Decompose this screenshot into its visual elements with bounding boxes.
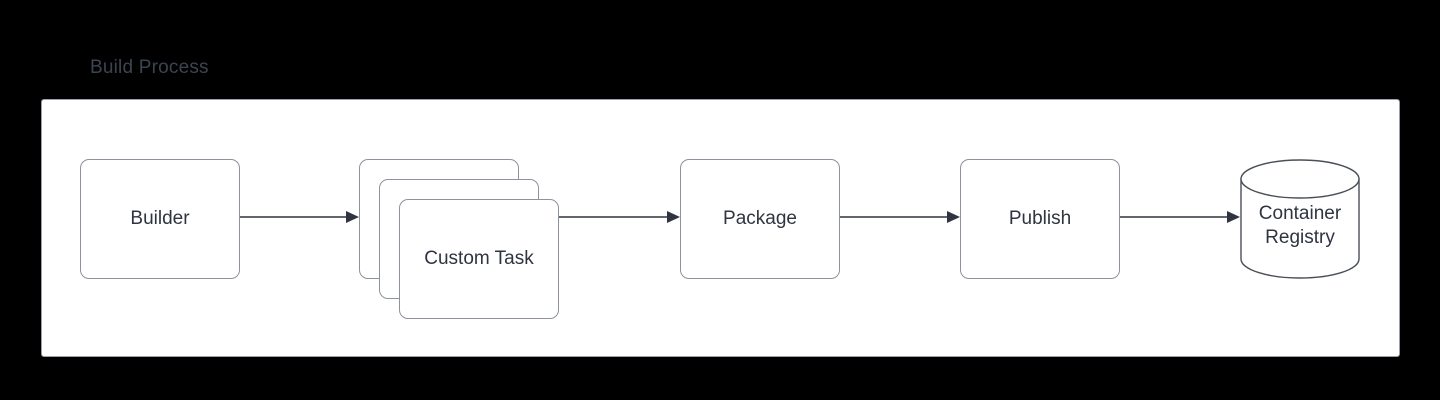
cylinder-top-ellipse: [1240, 159, 1360, 199]
node-container-registry-label-group: Container Registry: [1240, 159, 1360, 279]
node-container-registry-label-line1: Container: [1258, 203, 1342, 224]
connector-package-to-publish: [840, 207, 960, 227]
connector-builder-to-custom-task: [240, 207, 359, 227]
node-builder[interactable]: Builder: [80, 159, 240, 279]
node-builder-label: Builder: [130, 208, 190, 229]
node-package-label: Package: [723, 208, 797, 229]
arrowhead-icon: [947, 211, 960, 223]
cylinder-body: [1240, 178, 1360, 279]
node-package[interactable]: Package: [680, 159, 840, 279]
node-publish-label: Publish: [1008, 208, 1072, 229]
group-title: Build Process: [90, 57, 209, 78]
connector-publish-to-registry: [1120, 207, 1240, 227]
arrowhead-icon: [1227, 211, 1240, 223]
node-group-custom-task: Custom Task Custom Task Custom Task: [359, 159, 559, 319]
arrowhead-icon: [346, 211, 359, 223]
node-container-registry-label-line2: Registry: [1265, 227, 1335, 248]
node-container-registry[interactable]: Container Registry: [1240, 159, 1360, 279]
arrowhead-icon: [667, 211, 680, 223]
node-custom-task-front-label: Custom Task: [424, 248, 534, 269]
connector-custom-task-to-package: [559, 207, 680, 227]
node-custom-task-front[interactable]: Custom Task: [399, 199, 559, 319]
node-publish[interactable]: Publish: [960, 159, 1120, 279]
